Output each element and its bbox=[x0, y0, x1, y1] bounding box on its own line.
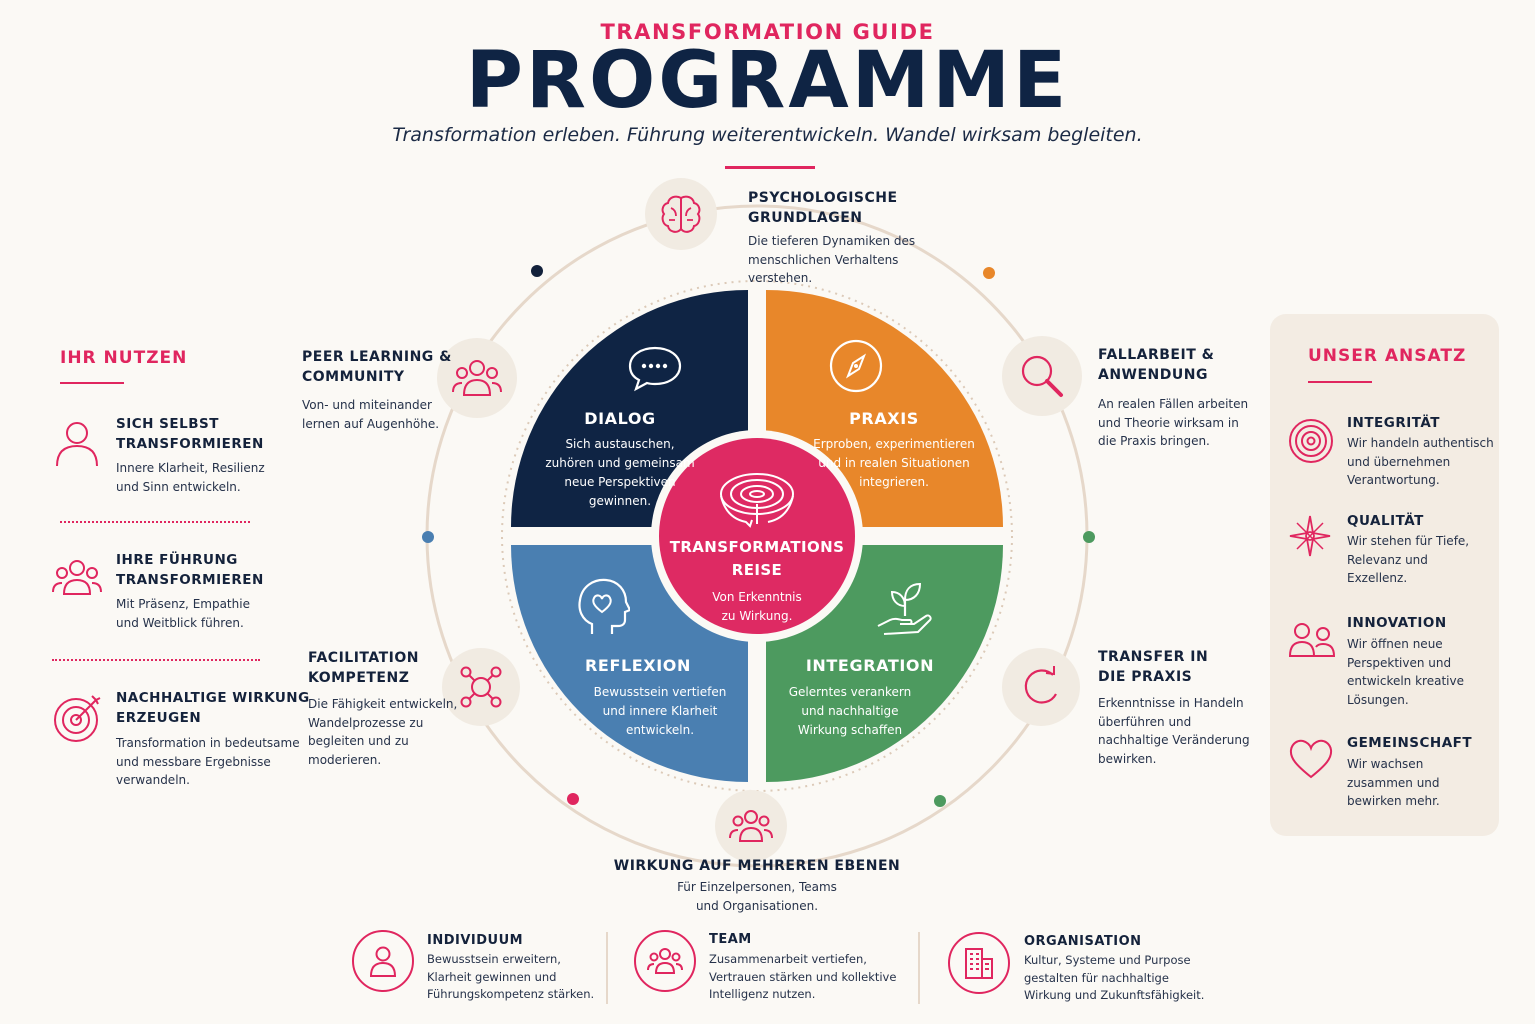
head-heart-icon bbox=[574, 576, 632, 642]
network-icon bbox=[442, 648, 520, 726]
quadrant-dialog-title: DIALOG bbox=[584, 409, 656, 428]
person-icon bbox=[52, 418, 102, 474]
people-icon bbox=[437, 338, 517, 418]
level-2-title: TEAM bbox=[709, 932, 752, 947]
people-icon bbox=[1288, 620, 1336, 664]
ring-dot bbox=[531, 265, 543, 277]
ansatz-heading: UNSER ANSATZ bbox=[1308, 346, 1467, 366]
ansatz-item-1-title: INTEGRITÄT bbox=[1347, 415, 1441, 431]
supertitle: TRANSFORMATION GUIDE bbox=[600, 20, 935, 44]
group-icon bbox=[50, 556, 104, 604]
ansatz-heading-rule bbox=[1308, 381, 1372, 383]
ring-dot bbox=[422, 531, 434, 543]
title-accent-line bbox=[725, 166, 815, 169]
concentric-circles-icon bbox=[1288, 418, 1334, 468]
peer-title: PEER LEARNING &COMMUNITY bbox=[302, 349, 452, 385]
page-subtitle: Transformation erleben. Führung weiteren… bbox=[392, 124, 1143, 146]
ring-dot bbox=[934, 795, 946, 807]
level-1-title: INDIVIDUUM bbox=[427, 933, 524, 948]
team-group-icon bbox=[715, 790, 787, 862]
spiral-icon bbox=[716, 468, 798, 532]
ansatz-item-3-title: INNOVATION bbox=[1347, 615, 1447, 631]
level-2-text: Zusammenarbeit vertiefen,Vertrauen stärk… bbox=[709, 952, 897, 1001]
quadrant-praxis-title: PRAXIS bbox=[849, 409, 919, 428]
divider bbox=[60, 521, 250, 523]
magnifier-icon bbox=[1002, 336, 1082, 416]
facilitation-text: Die Fähigkeit entwickeln,Wandelprozesse … bbox=[308, 697, 458, 767]
quadrant-reflexion-title: REFLEXION bbox=[585, 656, 691, 675]
level-1-text: Bewusstsein erweitern,Klarheit gewinnen … bbox=[427, 952, 595, 1001]
ansatz-item-4-title: GEMEINSCHAFT bbox=[1347, 735, 1473, 751]
ansatz-item-2-title: QUALITÄT bbox=[1347, 513, 1424, 529]
team-icon bbox=[634, 930, 696, 992]
sprout-hand-icon bbox=[874, 576, 936, 642]
individual-icon bbox=[352, 930, 414, 992]
divider bbox=[606, 932, 608, 1004]
ring-dot bbox=[1083, 531, 1095, 543]
nutzen-heading: IHR NUTZEN bbox=[60, 348, 188, 368]
target-icon bbox=[52, 692, 104, 748]
wirkung-title: WIRKUNG AUF MEHREREN EBENEN bbox=[613, 858, 901, 874]
fallarbeit-title: FALLARBEIT &ANWENDUNG bbox=[1098, 347, 1215, 383]
page-title: PROGRAMME bbox=[465, 36, 1070, 126]
nutzen-heading-rule bbox=[60, 382, 124, 384]
ansatz-panel bbox=[1270, 314, 1499, 836]
cycle-arrows-icon bbox=[1002, 648, 1080, 726]
divider bbox=[918, 932, 920, 1004]
compass-icon bbox=[828, 338, 884, 398]
star-compass-icon bbox=[1288, 514, 1332, 562]
speech-bubble-icon bbox=[626, 344, 684, 396]
heart-icon bbox=[1288, 738, 1334, 784]
ring-dot bbox=[983, 267, 995, 279]
level-3-title: ORGANISATION bbox=[1024, 934, 1142, 949]
brain-icon bbox=[645, 178, 717, 250]
center-circle bbox=[659, 438, 855, 634]
building-icon bbox=[948, 932, 1010, 994]
quadrant-integration-title: INTEGRATION bbox=[805, 656, 935, 675]
ring-dot bbox=[567, 793, 579, 805]
divider bbox=[52, 659, 260, 661]
